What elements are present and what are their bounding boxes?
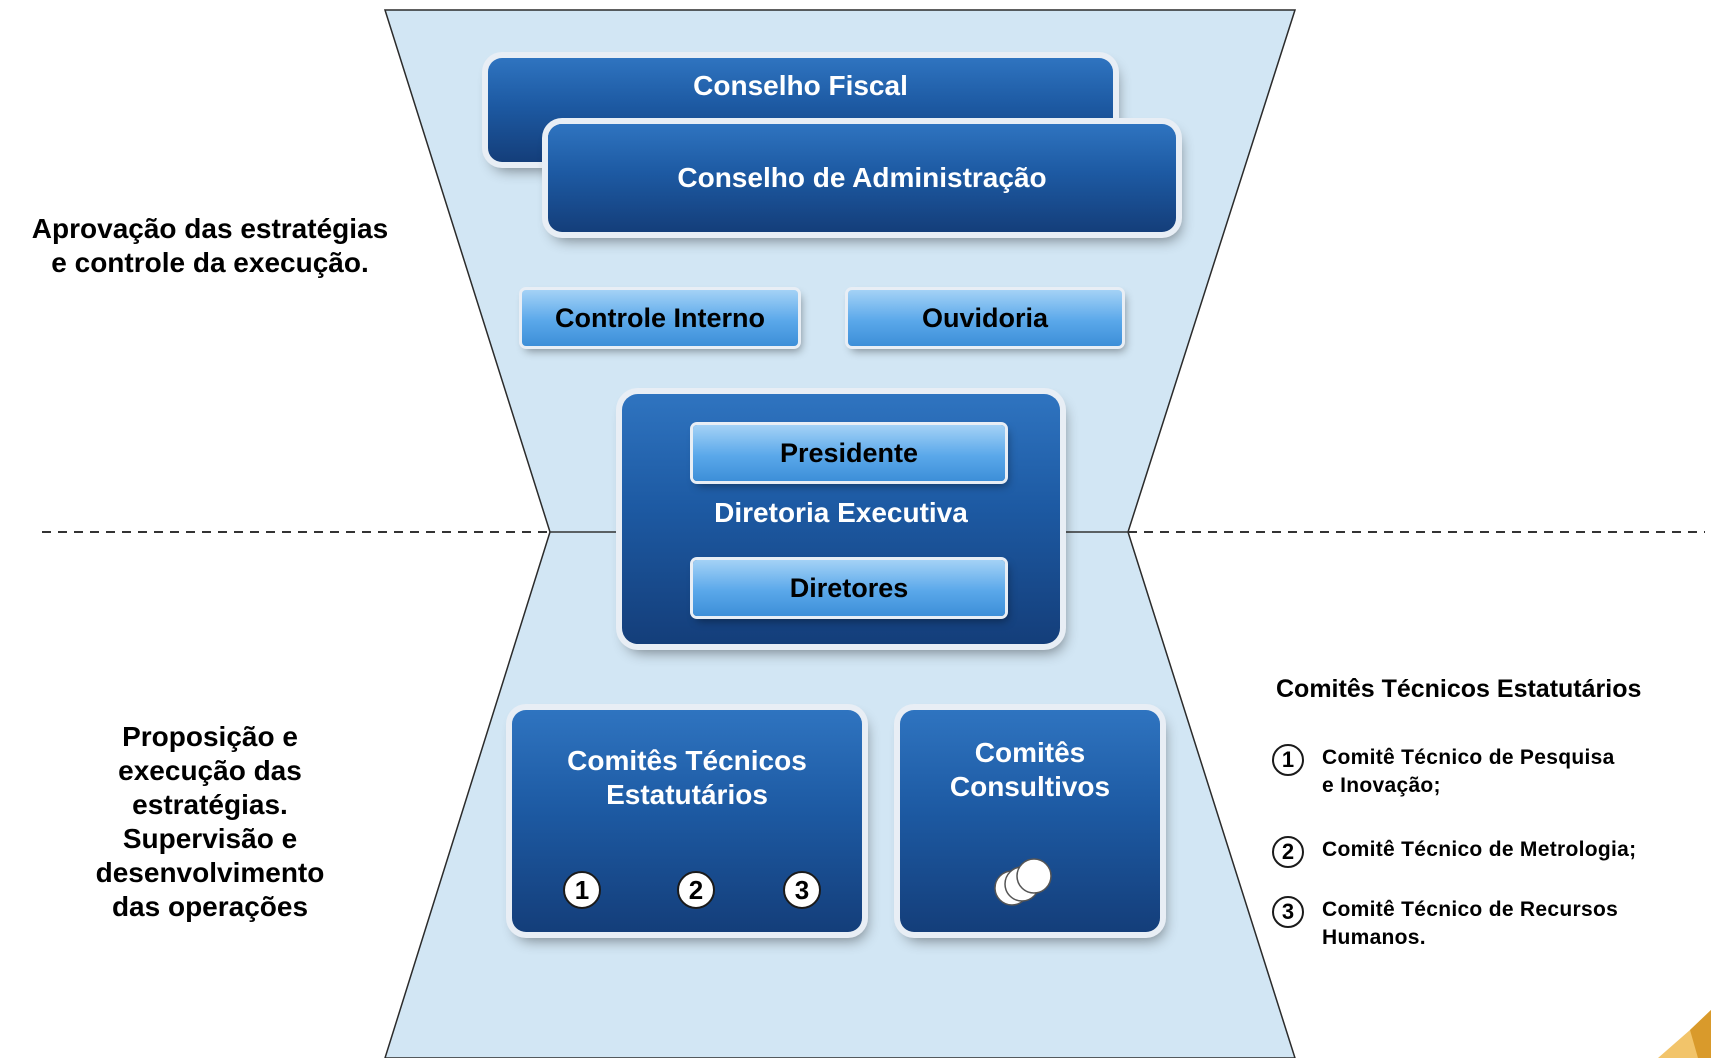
legend-item-3-text: Comitê Técnico de Recursos Humanos. bbox=[1322, 898, 1619, 949]
comite-number-2-badge: 2 bbox=[677, 871, 715, 909]
comite-number-1-badge: 1 bbox=[563, 871, 601, 909]
diretores-box: Diretores bbox=[693, 560, 1005, 616]
legend-item-2-text: Comitê Técnico de Metrologia; bbox=[1322, 838, 1637, 861]
controle-interno-label: Controle Interno bbox=[555, 302, 765, 333]
legend-number-2: 2 bbox=[1272, 836, 1304, 868]
legend-number-1: 1 bbox=[1272, 744, 1304, 776]
presidente-box: Presidente bbox=[693, 425, 1005, 481]
comites-consultivos-label: Comitês Consultivos bbox=[949, 737, 1111, 802]
diretoria-executiva-label: Diretoria Executiva bbox=[714, 497, 968, 528]
comite-number-3-badge: 3 bbox=[783, 871, 821, 909]
conselho-administracao-box: Conselho de Administração bbox=[548, 124, 1176, 232]
top-left-description: Aprovação das estratégias e controle da … bbox=[31, 213, 389, 278]
controle-interno-box: Controle Interno bbox=[522, 290, 798, 346]
diretores-label: Diretores bbox=[789, 572, 909, 603]
legend-number-3: 3 bbox=[1272, 896, 1304, 928]
comites-tecnicos-label: Comitês Técnicos Estatutários bbox=[567, 745, 807, 810]
legend-title: Comitês Técnicos Estatutários bbox=[1276, 675, 1642, 703]
ouvidoria-label: Ouvidoria bbox=[921, 302, 1049, 333]
legend-item-1-text: Comitê Técnico de Pesquisa e Inovação; bbox=[1322, 746, 1615, 797]
conselho-fiscal-label: Conselho Fiscal bbox=[693, 70, 908, 101]
presidente-label: Presidente bbox=[779, 437, 919, 468]
ouvidoria-box: Ouvidoria bbox=[848, 290, 1122, 346]
conselho-administracao-label: Conselho de Administração bbox=[677, 162, 1047, 193]
overlapping-circles-icon bbox=[994, 858, 1052, 906]
corner-logo-shade bbox=[1690, 1010, 1711, 1058]
bottom-left-description: Proposição e execução das estratégias. S… bbox=[95, 721, 325, 922]
